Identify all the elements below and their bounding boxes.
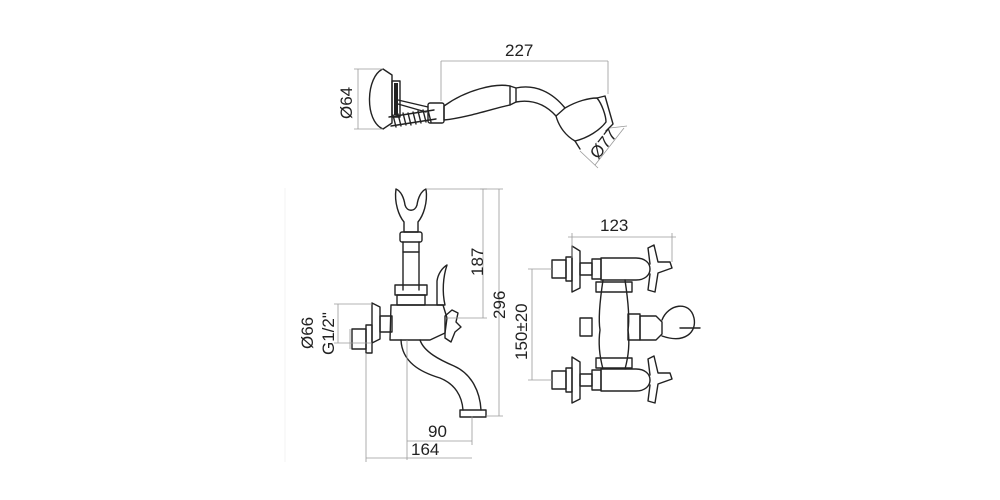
mixer-front-view: 123 150±20 <box>512 216 701 404</box>
shower-head <box>555 97 607 142</box>
upper-cross-handle <box>647 244 673 293</box>
dim-296: 296 <box>490 291 509 319</box>
dim-187: 187 <box>468 248 487 276</box>
dim-64: Ø64 <box>337 87 356 119</box>
shower-neck <box>515 86 566 117</box>
shower-hook <box>394 188 428 233</box>
dim-66: Ø66 <box>298 317 317 349</box>
mixer-side-view: 187 296 Ø66 G1/2" 90 164 <box>298 188 509 462</box>
spout <box>400 339 482 411</box>
diverter-knob <box>436 264 448 306</box>
shower-holder-ring <box>391 80 401 118</box>
spout-outlet <box>459 409 487 418</box>
diverter-loop <box>661 305 696 340</box>
shower-handle <box>443 84 517 121</box>
holder-arm <box>397 99 429 113</box>
hand-shower-view: 227 Ø64 Ø77 <box>337 41 628 169</box>
dim-150: 150±20 <box>512 303 531 360</box>
wall-plate <box>371 302 381 344</box>
shower-holder-cup <box>368 68 393 130</box>
lower-valve <box>551 355 673 404</box>
dim-123: 123 <box>600 216 628 235</box>
dim-90: 90 <box>428 422 447 441</box>
dim-164: 164 <box>411 440 439 459</box>
dim-77: Ø77 <box>586 125 621 162</box>
dim-227: 227 <box>505 41 533 60</box>
dim-line-77 <box>594 127 625 166</box>
dim-g12: G1/2" <box>319 312 338 355</box>
riser <box>402 241 420 291</box>
shower-holder-ring-fill <box>394 83 398 115</box>
lower-cross-handle <box>647 355 673 404</box>
cross-handle <box>444 309 462 343</box>
inlet-connector <box>351 328 367 350</box>
mixer-body <box>389 304 448 341</box>
front-body <box>598 279 630 370</box>
upper-valve <box>551 244 673 293</box>
